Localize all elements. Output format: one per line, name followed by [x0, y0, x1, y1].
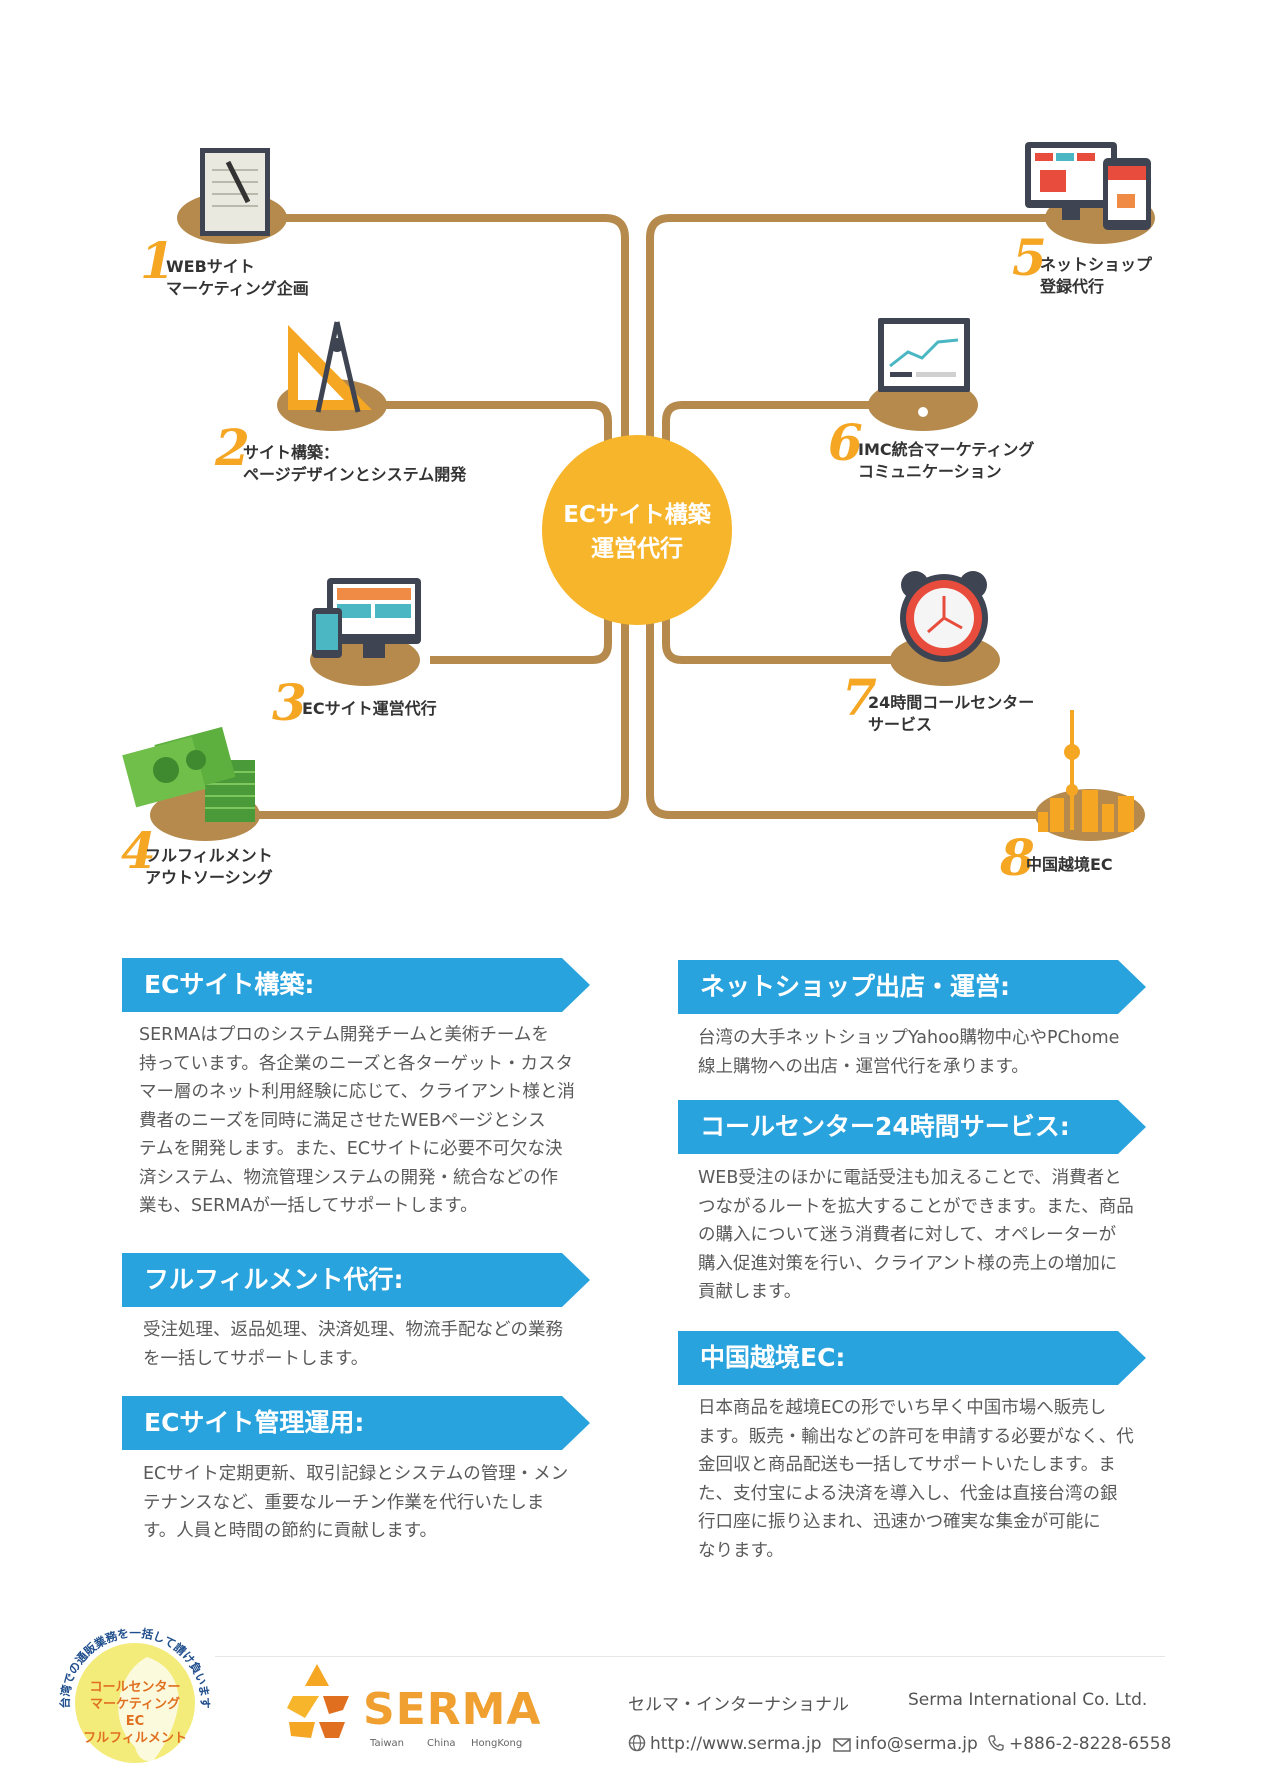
logo-mark-icon — [305, 1664, 329, 1686]
logo-region-china: China — [427, 1738, 456, 1749]
service-8-number: 8 — [999, 828, 1035, 887]
service-3-number: 3 — [272, 673, 307, 732]
logo-region-taiwan: Taiwan — [369, 1738, 404, 1749]
presentation-board-icon — [868, 318, 978, 431]
email-link[interactable]: info@serma.jp — [833, 1734, 978, 1754]
service-8-label-line1: 中国越境EC — [1026, 855, 1113, 874]
fulfillment-text: 受注処理、返品処理、決済処理、物流手配などの業務 を一括してサポートします。 — [143, 1320, 563, 1369]
ec-manage-heading: ECサイト管理運用: — [122, 1396, 590, 1450]
company-name-en: Serma International Co. Ltd. — [908, 1690, 1148, 1710]
service-5-label-line2: 登録代行 — [1039, 277, 1104, 296]
alarm-clock-icon — [890, 571, 1000, 686]
service-1-label-line2: マーケティング企画 — [166, 279, 309, 298]
service-diagram: ECサイト構築 運営代行 1 WEBサイト マーケティング企画 2 サイト構築：… — [121, 142, 1155, 887]
service-5-number: 5 — [1012, 228, 1047, 287]
netshop-text: 台湾の大手ネットショップYahoo購物中心やPChome 線上購物への出店・運営… — [698, 1028, 1120, 1077]
callcenter-heading: コールセンター24時間サービス: — [678, 1100, 1146, 1154]
callcenter-text: WEB受注のほかに電話受注も加えることで、消費者と つながるルートを拡大すること… — [698, 1168, 1134, 1302]
service-3-label-line1: ECサイト運営代行 — [302, 699, 437, 718]
logo-region-hongkong: HongKong — [471, 1738, 522, 1749]
center-title-line2: 運営代行 — [591, 535, 683, 562]
ec-build-heading: ECサイト構築: — [122, 958, 590, 1012]
service-5-label-line1: ネットショップ — [1040, 255, 1153, 274]
compass-ruler-icon — [277, 321, 387, 431]
fulfillment-heading: フルフィルメント代行: — [122, 1253, 590, 1307]
money-stack-icon — [122, 726, 260, 841]
phone-icon — [988, 1735, 1004, 1751]
badge-line-4: フルフィルメント — [83, 1731, 187, 1746]
service-2-label-line2: ページデザインとシステム開発 — [243, 465, 467, 484]
service-7-label-line1: 24時間コールセンター — [868, 693, 1034, 712]
company-name-jp: セルマ・インターナショナル — [628, 1695, 849, 1715]
service-2-number: 2 — [214, 418, 250, 477]
service-7-label-line2: サービス — [868, 715, 932, 734]
service-1-number: 1 — [140, 231, 175, 290]
logo-text: SERMA — [363, 1684, 541, 1735]
china-ec-heading: 中国越境EC: — [678, 1331, 1146, 1385]
shanghai-skyline-icon — [1035, 710, 1145, 841]
netshop-heading: ネットショップ出店・運営: — [678, 960, 1146, 1014]
service-4-number: 4 — [121, 821, 156, 880]
website-link[interactable]: http://www.serma.jp — [628, 1734, 822, 1754]
globe-icon — [628, 1734, 646, 1752]
service-6-label-line2: コミュニケーション — [858, 462, 1002, 481]
china-ec-text: 日本商品を越境ECの形でいち早く中国市場へ販売し ます。販売・輸出などの許可を申… — [698, 1398, 1134, 1561]
service-6-number: 6 — [828, 413, 863, 472]
service-2-label-line1: サイト構築： — [243, 443, 339, 462]
badge-line-1: コールセンター — [89, 1680, 180, 1695]
center-title-line1: ECサイト構築 — [563, 501, 712, 528]
phone-number[interactable]: +886-2-8228-6558 — [987, 1734, 1171, 1754]
document-pen-icon — [177, 148, 287, 244]
ec-manage-text: ECサイト定期更新、取引記録とシステムの管理・メン テナンスなど、重要なルーチン… — [143, 1464, 569, 1541]
service-7-number: 7 — [842, 668, 877, 727]
footer-divider — [215, 1656, 1165, 1657]
center-circle: ECサイト構築 運営代行 — [542, 435, 732, 625]
badge-line-2: マーケティング — [90, 1696, 180, 1712]
service-6-label-line1: IMC統合マーケティング — [858, 440, 1034, 459]
service-4-label-line1: フルフィルメント — [145, 846, 273, 865]
connector-lines — [235, 214, 1065, 819]
ec-build-text: SERMAはプロのシステム開発チームと美術チームを 持っています。各企業のニーズ… — [139, 1025, 575, 1216]
badge-line-3: EC — [126, 1714, 144, 1729]
services-badge: 台湾での通販業務を一括して請け負います コールセンター マーケティング EC フ… — [58, 1626, 212, 1763]
service-4-label-line2: アウトソーシング — [145, 868, 273, 887]
mail-icon — [833, 1738, 851, 1752]
online-shop-icon — [1025, 142, 1155, 244]
service-1-label-line1: WEBサイト — [166, 257, 255, 276]
serma-logo: SERMA Taiwan China HongKong — [287, 1664, 541, 1749]
monitor-tablet-icon — [310, 578, 421, 686]
taiwan-map-icon — [118, 1657, 179, 1762]
